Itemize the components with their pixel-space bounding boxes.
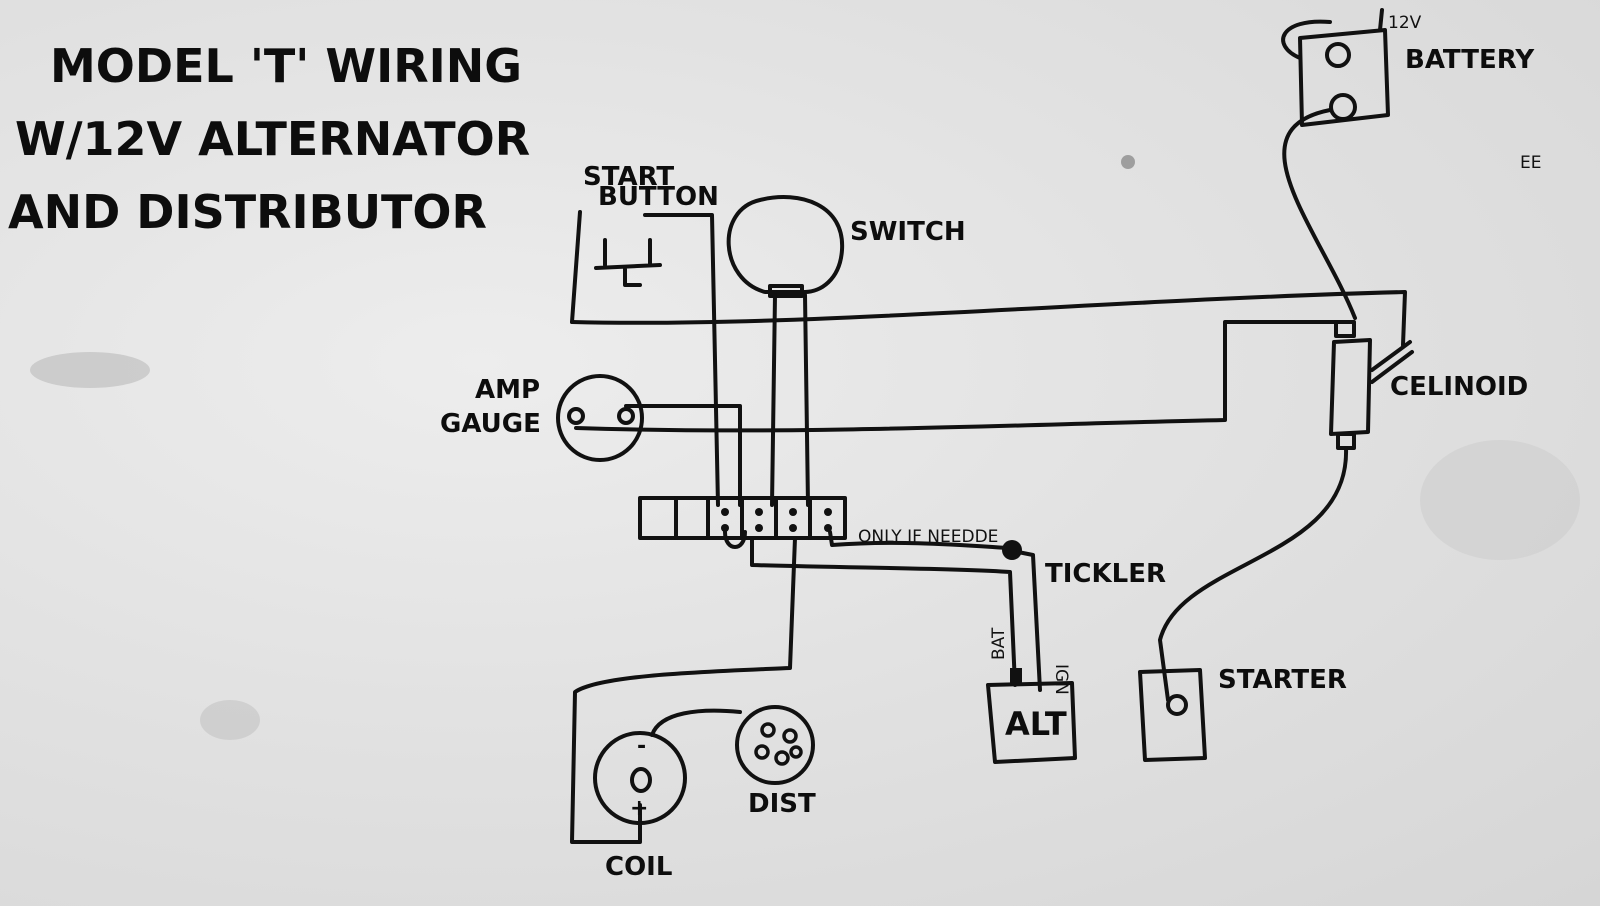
battery-symbol: [1281, 8, 1390, 320]
solenoid-symbol: [1158, 320, 1372, 702]
start-button-symbol: [570, 210, 720, 507]
start-button-label-1: START: [583, 162, 674, 192]
ignition-switch-symbol: [726, 195, 845, 507]
title-line-2: W/12V ALTERNATOR: [15, 112, 530, 166]
solenoid-hatch: [1370, 340, 1414, 384]
wire-coil-to-dist: [650, 708, 742, 737]
initials: EE: [1520, 153, 1541, 173]
coil-center: [630, 767, 652, 793]
tickler-connector: [1002, 540, 1022, 560]
title-line-1: MODEL 'T' WIRING: [50, 39, 522, 93]
title-line-3: AND DISTRIBUTOR: [8, 185, 487, 239]
coil-symbol: [593, 731, 687, 825]
wire-tickler: [828, 530, 1010, 550]
starter-label: STARTER: [1218, 665, 1347, 695]
amp-gauge-label-2: GAUGE: [440, 409, 541, 439]
switch-label: SWITCH: [850, 217, 966, 247]
terminal-block: [638, 496, 847, 549]
coil-minus: -: [637, 734, 646, 759]
coil-plus: +: [630, 796, 648, 821]
amp-gauge-label-1: AMP: [475, 375, 540, 405]
wire-start-to-solenoid: [570, 290, 1407, 347]
alternator-symbol: [986, 681, 1077, 764]
bat-label: BAT: [989, 627, 1009, 660]
wire-ign: [1016, 550, 1042, 692]
battery-label: BATTERY: [1405, 45, 1535, 75]
wire-bat: [750, 538, 1017, 687]
ign-label: IGN: [1051, 664, 1071, 695]
battery-voltage-label: 12V: [1388, 13, 1422, 33]
tickler-label: TICKLER: [1045, 559, 1166, 589]
distributor-label: DIST: [748, 789, 816, 819]
starter-terminal: [1166, 694, 1188, 716]
start-button-label-2: BUTTON: [598, 182, 719, 212]
amp-gauge-symbol: [556, 320, 1342, 507]
only-if-needed-label: ONLY IF NEEDDE: [858, 527, 998, 547]
distributor-symbol: [735, 705, 815, 785]
solenoid-label: CELINOID: [1390, 372, 1528, 402]
paper-texture: [30, 155, 1580, 740]
starter-symbol: [1138, 668, 1207, 762]
coil-label: COIL: [605, 852, 672, 882]
alternator-bat-terminal: [1010, 668, 1022, 686]
wire-to-coil: [570, 536, 797, 844]
alternator-label: ALT: [1005, 705, 1067, 743]
